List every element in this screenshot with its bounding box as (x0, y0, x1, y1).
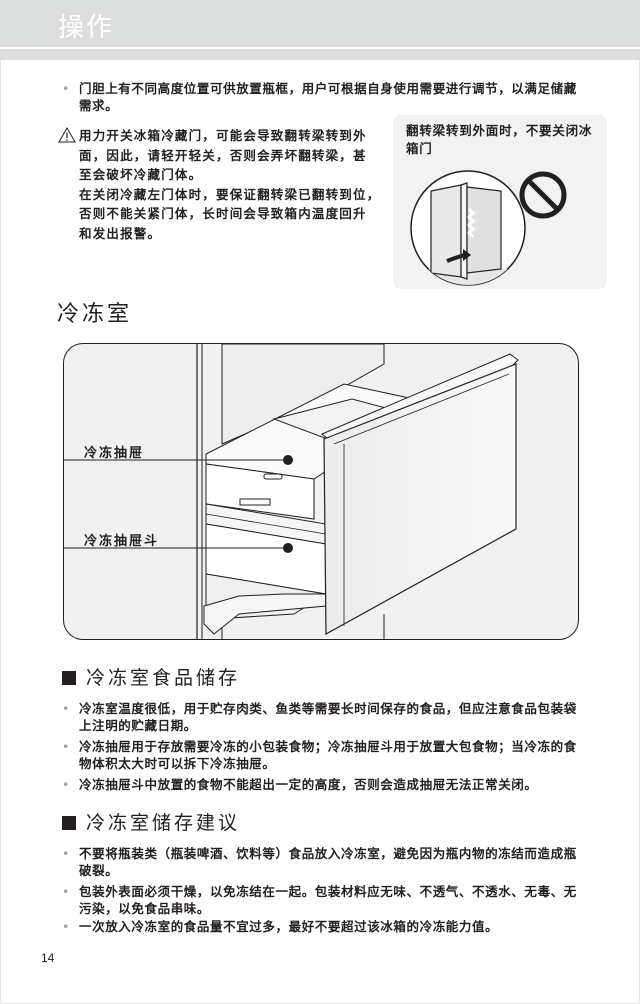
warning-text: 用力开关冰箱冷藏门，可能会导致翻转梁转到外 面，因此，请轻开轻关，否则会弄坏翻转… (79, 126, 384, 243)
list-item: • 包装外表面必须干燥，以免冻结在一起。包装材料应无味、不透气、不透水、无毒、无… (62, 883, 589, 917)
header-title: 操作 (58, 13, 115, 43)
header-band (0, 49, 640, 60)
note-card: 翻转梁转到外面时，不要关闭冰箱门 (393, 115, 607, 289)
list-item-text: 不要将瓶装类（瓶装啤酒、饮料等）食品放入冷冻室，避免因为瓶内物的冻结而造成瓶破裂… (79, 846, 577, 878)
list-item-text: 冷冻室温度很低，用于贮存肉类、鱼类等需要长时间保存的食品，但应注意食品包装袋上注… (79, 701, 577, 733)
intro-bullet: • 门胆上有不同高度位置可供放置瓶框，用户可根据自身使用需要进行调节，以满足储藏… (62, 80, 579, 114)
note-card-text: 翻转梁转到外面时，不要关闭冰箱门 (406, 123, 593, 156)
door-flip-illustration-icon (410, 170, 526, 286)
bullet-icon: • (62, 777, 70, 792)
list-item: • 一次放入冷冻室的食品量不宜过多，最好不要超过该冰箱的冷冻能力值。 (62, 918, 589, 935)
bullet-icon: • (62, 919, 70, 934)
bullet-icon: • (62, 846, 70, 861)
callout-freezer-drawer: 冷冻抽屉 (84, 446, 145, 461)
header-bar: 操作 (0, 0, 640, 47)
freezer-drawer-illustration-icon (64, 344, 519, 639)
warning-line: 否则不能关紧门体，长时间会导致箱内温度回升 (79, 206, 367, 221)
page-number: 14 (41, 951, 55, 965)
prohibited-icon (519, 171, 567, 219)
warning-line: 至会破坏冷藏门体。 (79, 167, 203, 182)
list-item-text: 冷冻抽屉用于存放需要冷冻的小包装食物；冷冻抽屉斗用于放置大包食物；当冷冻的食物体… (79, 739, 577, 771)
heading-storage-tips: 冷冻室储存建议 (62, 808, 240, 835)
list-item-text: 一次放入冷冻室的食品量不宜过多，最好不要超过该冰箱的冷冻能力值。 (79, 919, 499, 934)
callout-freezer-bin: 冷冻抽屉斗 (84, 534, 160, 549)
heading-text: 冷冻室储存建议 (86, 812, 241, 834)
freezer-drawer-figure: 冷冻抽屉 冷冻抽屉斗 (63, 343, 579, 640)
bullet-icon: • (62, 884, 70, 899)
page-border (0, 60, 1, 1004)
warning-line: 和发出报警。 (79, 225, 162, 241)
heading-food-storage: 冷冻室食品储存 (62, 663, 240, 690)
heading-text: 冷冻室食品储存 (86, 667, 241, 689)
bullet-icon: • (62, 739, 70, 754)
warning-line: 面，因此，请轻开轻关，否则会弄坏翻转梁，甚 (79, 147, 367, 163)
intro-text: 门胆上有不同高度位置可供放置瓶框，用户可根据自身使用需要进行调节，以满足储藏需求… (79, 81, 577, 113)
list-item: • 冷冻室温度很低，用于贮存肉类、鱼类等需要长时间保存的食品，但应注意食品包装袋… (62, 700, 579, 734)
square-bullet-icon (62, 671, 76, 685)
list-item: • 冷冻抽屉斗中放置的食物不能超出一定的高度，否则会造成抽屉无法正常关闭。 (62, 776, 579, 793)
list-item: • 冷冻抽屉用于存放需要冷冻的小包装食物；冷冻抽屉斗用于放置大包食物；当冷冻的食… (62, 738, 579, 772)
warning-line: 在关闭冷藏左门体时，要保证翻转梁已翻转到位， (79, 186, 381, 202)
bullet-icon: • (62, 81, 70, 96)
list-item: • 不要将瓶装类（瓶装啤酒、饮料等）食品放入冷冻室，避免因为瓶内物的冻结而造成瓶… (62, 845, 584, 879)
list-item-text: 包装外表面必须干燥，以免冻结在一起。包装材料应无味、不透气、不透水、无毒、无污染… (79, 884, 577, 916)
header-divider (0, 47, 640, 49)
bullet-icon: • (62, 701, 70, 716)
section-title-freezer: 冷冻室 (57, 302, 133, 327)
list-item-text: 冷冻抽屉斗中放置的食物不能超出一定的高度，否则会造成抽屉无法正常关闭。 (79, 777, 538, 792)
square-bullet-icon (62, 816, 76, 830)
warning-triangle-icon (58, 127, 76, 143)
warning-line: 用力开关冰箱冷藏门，可能会导致翻转梁转到外 (79, 128, 367, 143)
